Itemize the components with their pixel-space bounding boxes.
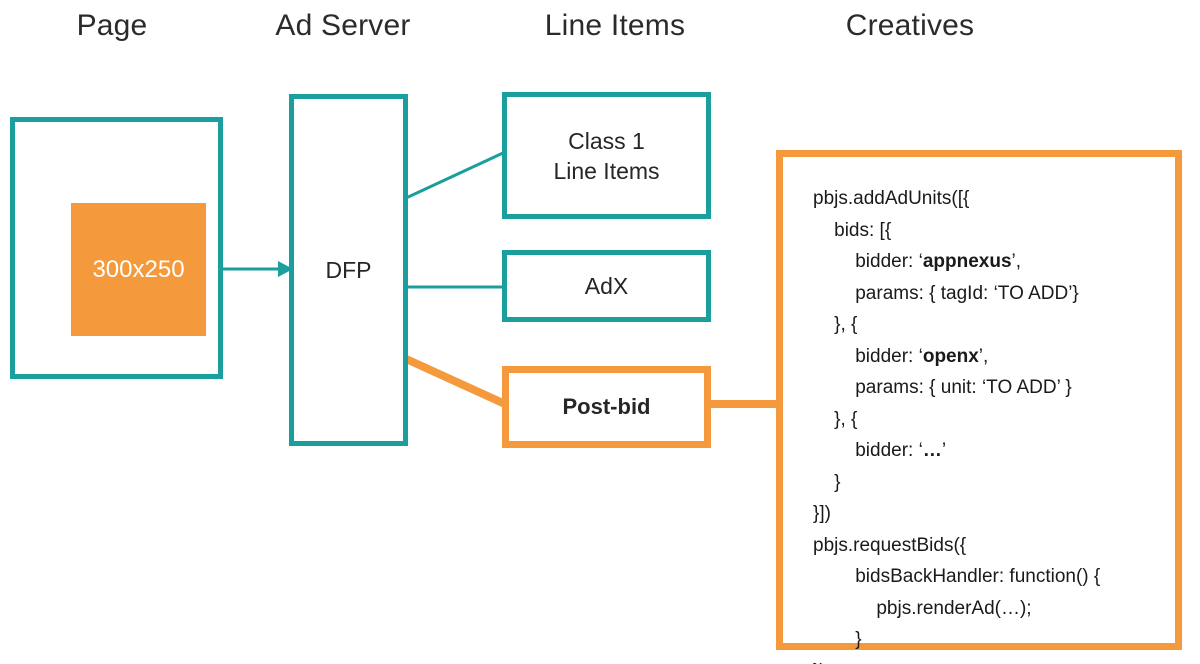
creatives-code-block[interactable]: pbjs.addAdUnits([{ bids: [{ bidder: ‘app…: [776, 150, 1182, 664]
line-item-class1-label-line1: Class 1: [568, 127, 645, 154]
line-item-post-bid-box[interactable]: Post-bid: [502, 366, 711, 448]
column-heading-page: Page: [76, 9, 148, 42]
code-line: pbjs.renderAd(…);: [876, 597, 1032, 619]
ad-server-dfp-label: DFP: [325, 257, 372, 283]
line-item-adx-box[interactable]: AdX: [502, 250, 711, 322]
code-line: }, {: [834, 314, 858, 335]
code-line: pbjs.addAdUnits([{: [813, 188, 970, 209]
code-line: bidsBackHandler: function() {: [855, 566, 1101, 587]
ad-slot-300x250[interactable]: 300x250: [71, 203, 206, 336]
code-line: pbjs.requestBids({: [813, 534, 967, 556]
ad-slot-label: 300x250: [92, 255, 185, 283]
column-heading-creatives: Creatives: [845, 9, 975, 42]
code-line: params: { tagId: ‘TO ADD’}: [855, 282, 1079, 304]
code-line: });: [813, 656, 1100, 664]
creatives-code-text: pbjs.addAdUnits([{ bids: [{ bidder: ‘app…: [813, 183, 1100, 664]
connector-dfp-to-class1: [405, 151, 504, 200]
code-line: }: [855, 629, 862, 650]
code-line: }, {: [834, 408, 858, 430]
code-line: bidder: ‘appnexus’,: [855, 251, 1022, 272]
code-line: }]): [813, 503, 831, 524]
line-item-adx-label: AdX: [584, 273, 629, 299]
connector-dfp-to-post-bid: [402, 354, 507, 408]
column-heading-line-items: Line Items: [544, 9, 686, 42]
code-line: bidder: ‘…’: [855, 440, 947, 461]
code-line: bids: [{: [834, 219, 892, 241]
line-item-class1-label-line2: Line Items: [553, 157, 660, 184]
column-heading-ad-server: Ad Server: [275, 9, 411, 42]
line-item-post-bid-label: Post-bid: [562, 394, 651, 419]
line-item-class1-box[interactable]: Class 1 Line Items: [502, 92, 711, 219]
code-line: params: { unit: ‘TO ADD’ }: [855, 377, 1072, 398]
code-line: bidder: ‘openx’,: [855, 345, 989, 367]
ad-server-dfp-box[interactable]: DFP: [289, 94, 408, 446]
code-line: }: [834, 471, 841, 493]
